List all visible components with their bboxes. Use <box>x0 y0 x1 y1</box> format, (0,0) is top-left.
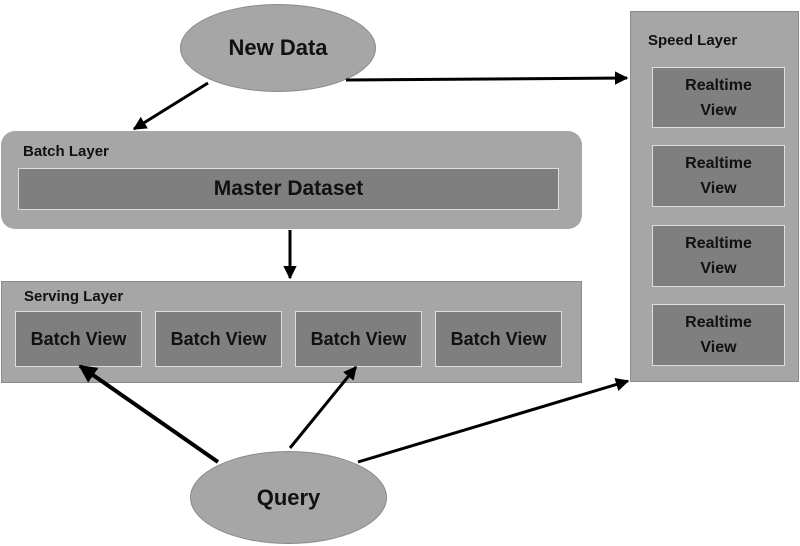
arrow-query-to-batchview-1 <box>78 364 220 464</box>
master-dataset-box: Master Dataset <box>18 168 559 210</box>
arrow-newdata-to-batch <box>132 81 209 131</box>
realtime-view-4: Realtime View <box>652 304 785 366</box>
new-data-node: New Data <box>180 4 376 92</box>
batch-layer-title: Batch Layer <box>23 143 109 160</box>
speed-layer-panel: Speed Layer Realtime View Realtime View … <box>630 11 799 382</box>
speed-layer-title: Speed Layer <box>648 32 738 49</box>
realtime-view-3: Realtime View <box>652 225 785 287</box>
batch-view-2: Batch View <box>155 311 282 367</box>
serving-layer-title: Serving Layer <box>24 288 124 305</box>
arrow-query-to-speed <box>357 378 630 464</box>
batch-view-4: Batch View <box>435 311 562 367</box>
query-node: Query <box>190 451 387 544</box>
arrow-query-to-batchview-3 <box>288 365 358 449</box>
batch-view-1: Batch View <box>15 311 142 367</box>
realtime-view-1: Realtime View <box>652 67 785 128</box>
arrow-newdata-to-speed <box>345 71 629 85</box>
batch-layer-panel: Batch Layer Master Dataset <box>1 131 582 229</box>
batch-view-3: Batch View <box>295 311 422 367</box>
realtime-view-2: Realtime View <box>652 145 785 207</box>
